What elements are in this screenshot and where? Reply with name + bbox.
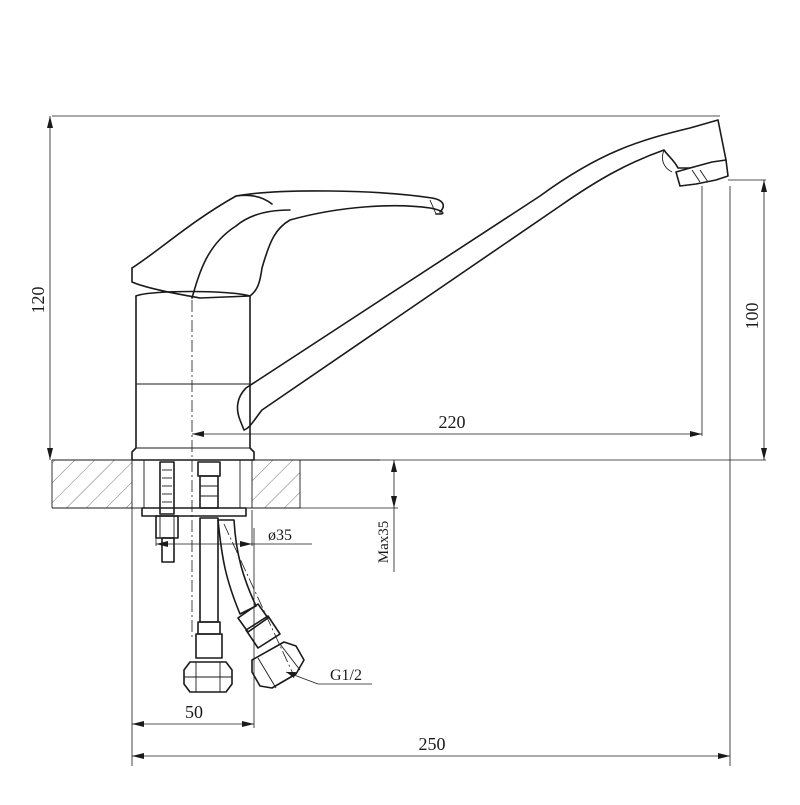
- dim-max-thickness: Max35: [300, 460, 398, 572]
- dim-label-120: 120: [28, 287, 48, 314]
- countertop-section: [51, 459, 380, 509]
- dim-label-diameter: ø35: [268, 527, 292, 544]
- dim-label-50: 50: [185, 702, 203, 722]
- dim-label-250: 250: [419, 734, 446, 754]
- dim-hole-diameter: ø35: [155, 510, 312, 547]
- dim-total-height: 120: [28, 115, 720, 460]
- dim-thread: G1/2: [285, 667, 372, 685]
- mounting-hardware: [141, 461, 247, 563]
- dim-label-thread: G1/2: [330, 667, 362, 684]
- dim-label-220: 220: [439, 412, 466, 432]
- dim-label-100: 100: [742, 303, 762, 330]
- dim-hose-offset: 50: [131, 508, 255, 766]
- faucet-body: [131, 290, 255, 461]
- lever-handle: [131, 190, 445, 299]
- dim-label-max35: Max35: [376, 521, 392, 564]
- supply-hoses: [183, 461, 305, 693]
- dim-spout-height: 100: [254, 179, 767, 461]
- spout: [236, 119, 729, 431]
- dim-spout-reach: 220: [192, 186, 703, 437]
- dim-total-width: 250: [132, 186, 731, 766]
